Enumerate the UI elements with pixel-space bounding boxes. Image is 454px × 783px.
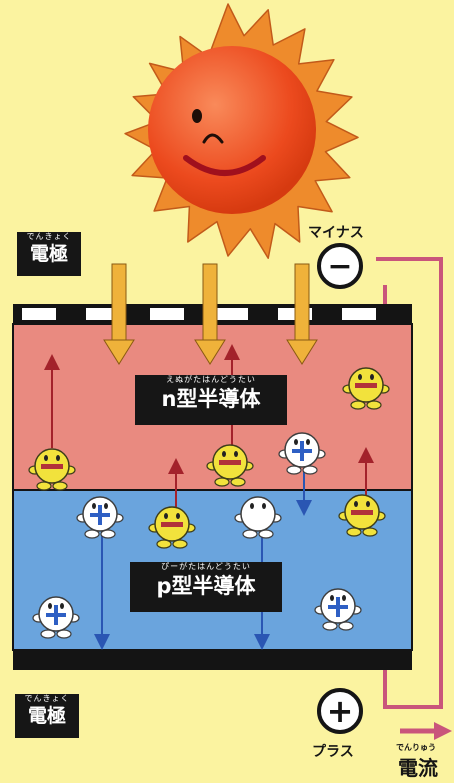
p-type-label: ぴーがたはんどうたい p型半導体: [130, 562, 282, 612]
top-electrode-label: でんきょく 電極: [17, 232, 81, 276]
plus-terminal-icon: +: [317, 688, 363, 734]
sun: [124, 3, 359, 259]
electron: [28, 448, 76, 491]
electron: [342, 367, 390, 410]
bottom-electrode-strip: [13, 650, 412, 670]
hole: [278, 432, 326, 475]
sun-mouth: [183, 155, 266, 176]
minus-terminal-icon: −: [317, 243, 363, 289]
electron: [338, 494, 386, 537]
electron: [206, 444, 254, 487]
current-label: 電流: [398, 756, 438, 780]
p-type-text: p型半導体: [156, 574, 256, 598]
minus-symbol: −: [327, 249, 352, 284]
current-arrow: [400, 722, 452, 740]
bottom-electrode-ruby: でんきょく: [24, 694, 70, 703]
top-electrode-ruby: でんきょく: [26, 232, 72, 241]
n-type-text: n型半導体: [161, 387, 261, 411]
sun-face: [148, 46, 316, 214]
hole-empty: [234, 496, 282, 539]
n-type-ruby: えぬがたはんどうたい: [166, 375, 256, 384]
electron: [148, 506, 196, 549]
minus-terminal-label: マイナス: [308, 225, 364, 241]
hole: [76, 496, 124, 539]
light-arrow-3: [286, 263, 318, 365]
bottom-electrode-text: 電極: [27, 705, 66, 727]
light-arrow-2: [194, 263, 226, 365]
plus-symbol: +: [327, 692, 354, 730]
sun-nose: [202, 133, 224, 144]
p-type-ruby: ぴーがたはんどうたい: [161, 562, 251, 571]
light-arrow-1: [103, 263, 135, 365]
sun-left-eye: [192, 109, 202, 123]
hole: [314, 588, 362, 631]
plus-terminal-label: プラス: [312, 744, 354, 760]
n-type-label: えぬがたはんどうたい n型半導体: [135, 375, 287, 425]
hole: [32, 596, 80, 639]
top-electrode-text: 電極: [29, 243, 68, 265]
bottom-electrode-label: でんきょく 電極: [15, 694, 79, 738]
current-ruby: でんりゅう: [396, 743, 436, 752]
circuit-wire: [376, 257, 443, 709]
